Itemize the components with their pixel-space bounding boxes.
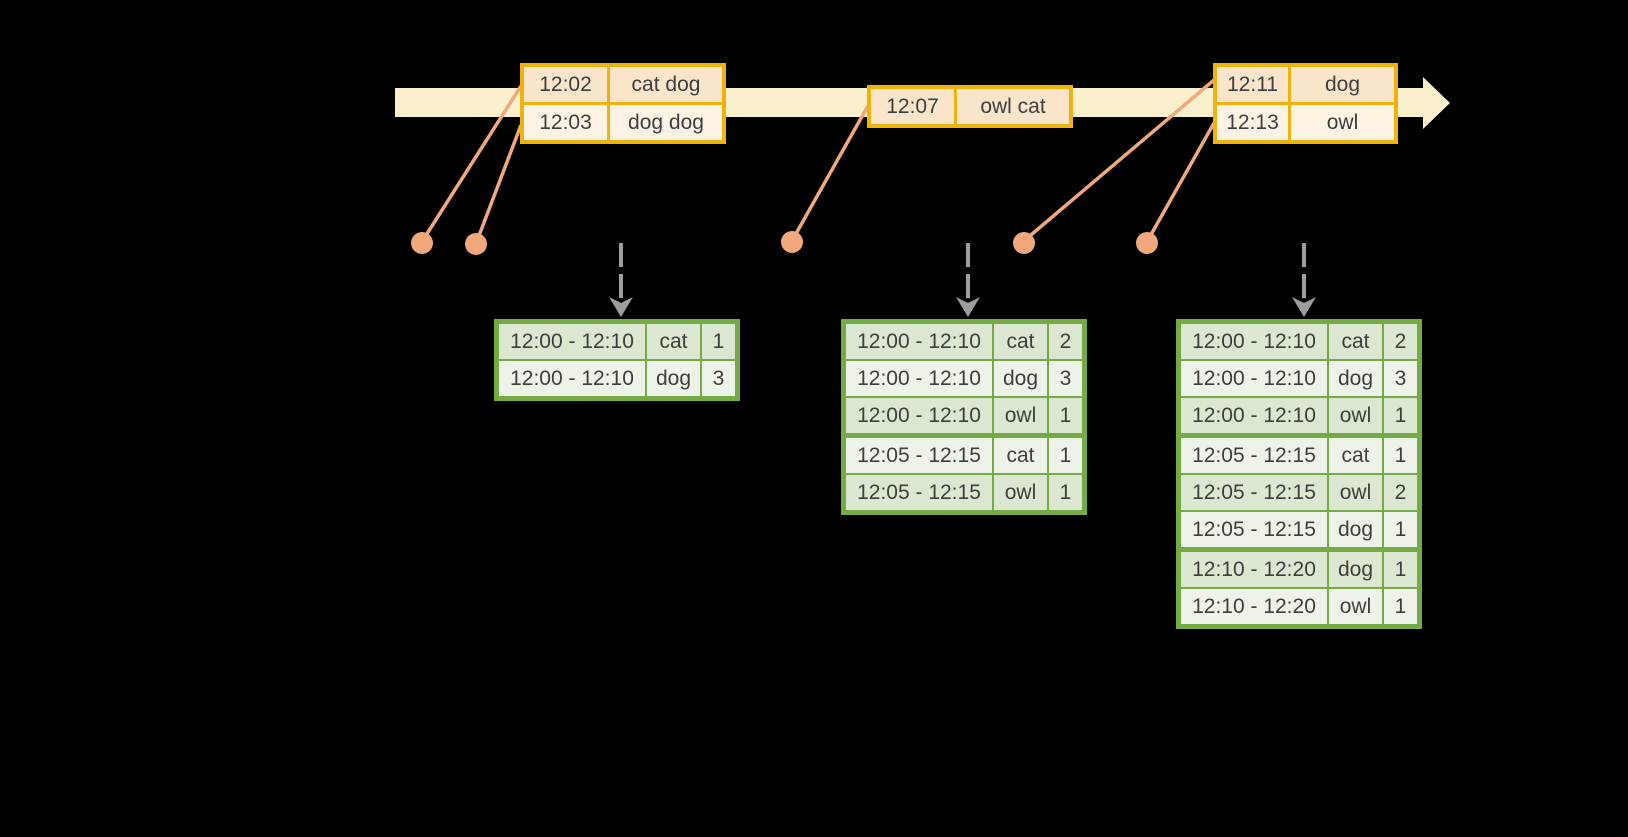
window-cell: 12:10 - 12:20 <box>1181 589 1329 624</box>
window-cell: 12:05 - 12:15 <box>846 475 994 510</box>
event-words-cell: dog <box>1324 73 1361 96</box>
count-cell: 2 <box>1059 330 1072 353</box>
count-cell: 1 <box>1394 558 1407 581</box>
event-row: 12:07 owl cat <box>871 89 1069 124</box>
word-cell: dog <box>994 361 1049 396</box>
event-time-dot-icon <box>1013 232 1035 254</box>
word-cell: dog <box>647 361 702 396</box>
event-words-cell: dog dog <box>628 111 704 134</box>
event-time-cell: 12:11 <box>1217 67 1291 102</box>
window-cell: 12:05 - 12:15 <box>1181 512 1329 547</box>
window-cell: 12:05 - 12:15 <box>1181 475 1329 510</box>
window-cell: 12:00 - 12:10 <box>846 324 994 359</box>
event-row: 12:11 dog <box>1217 67 1394 102</box>
word-cell: cat <box>994 324 1049 359</box>
window-cell: 12:00 - 12:10 <box>499 324 647 359</box>
count-cell: 2 <box>1394 481 1407 504</box>
trigger-arrowhead-icon <box>1292 297 1316 317</box>
word-cell: cat <box>1329 438 1384 473</box>
count-cell: 3 <box>712 367 725 390</box>
event-words-cell: owl <box>1326 111 1359 134</box>
event-time-cell: 12:02 <box>524 67 610 102</box>
count-cell: 1 <box>1059 444 1072 467</box>
window-cell: 12:00 - 12:10 <box>1181 398 1329 433</box>
trigger-arrowhead-icon <box>609 297 633 317</box>
event-table: 12:11 dog 12:13 owl <box>1213 63 1398 144</box>
window-cell: 12:00 - 12:10 <box>846 398 994 433</box>
count-cell: 1 <box>1059 404 1072 427</box>
trigger-arrowhead-icon <box>956 297 980 317</box>
window-cell: 12:00 - 12:10 <box>846 361 994 396</box>
event-time-cell: 12:03 <box>524 105 610 140</box>
window-cell: 12:00 - 12:10 <box>1181 361 1329 396</box>
word-cell: owl <box>994 398 1049 433</box>
event-table: 12:02 cat dog 12:03 dog dog <box>520 63 726 144</box>
count-cell: 1 <box>1394 444 1407 467</box>
event-time-dot-icon <box>411 232 433 254</box>
count-cell: 3 <box>1394 367 1407 390</box>
window-cell: 12:05 - 12:15 <box>846 438 994 473</box>
word-cell: dog <box>1329 512 1384 547</box>
event-row: 12:02 cat dog <box>524 67 722 102</box>
window-cell: 12:00 - 12:10 <box>1181 324 1329 359</box>
count-cell: 1 <box>712 330 725 353</box>
event-words-cell: cat dog <box>631 73 701 96</box>
event-row: 12:03 dog dog <box>524 102 722 140</box>
word-cell: owl <box>994 475 1049 510</box>
event-row: 12:13 owl <box>1217 102 1394 140</box>
timeline-arrowhead-icon <box>1423 77 1450 129</box>
event-connector-line <box>1146 122 1216 241</box>
window-cell: 12:00 - 12:10 <box>499 361 647 396</box>
count-cell: 1 <box>1394 404 1407 427</box>
event-table: 12:07 owl cat <box>867 85 1073 128</box>
word-cell: cat <box>1329 324 1384 359</box>
event-connector-line <box>475 124 523 242</box>
word-cell: owl <box>1329 398 1384 433</box>
word-cell: owl <box>1329 589 1384 624</box>
event-time-cell: 12:07 <box>871 89 957 124</box>
word-cell: dog <box>1329 361 1384 396</box>
count-cell: 1 <box>1059 481 1072 504</box>
word-cell: owl <box>1329 475 1384 510</box>
window-cell: 12:10 - 12:20 <box>1181 552 1329 587</box>
word-cell: dog <box>1329 552 1384 587</box>
count-cell: 1 <box>1394 518 1407 541</box>
count-cell: 3 <box>1059 367 1072 390</box>
event-time-dot-icon <box>465 233 487 255</box>
event-words-cell: owl cat <box>980 95 1046 118</box>
event-connector-line <box>791 103 871 240</box>
count-cell: 1 <box>1394 595 1407 618</box>
event-time-dot-icon <box>781 231 803 253</box>
word-cell: cat <box>994 438 1049 473</box>
word-cell: cat <box>647 324 702 359</box>
count-cell: 2 <box>1394 330 1407 353</box>
event-time-dot-icon <box>1136 232 1158 254</box>
window-cell: 12:05 - 12:15 <box>1181 438 1329 473</box>
event-time-cell: 12:13 <box>1217 105 1291 140</box>
